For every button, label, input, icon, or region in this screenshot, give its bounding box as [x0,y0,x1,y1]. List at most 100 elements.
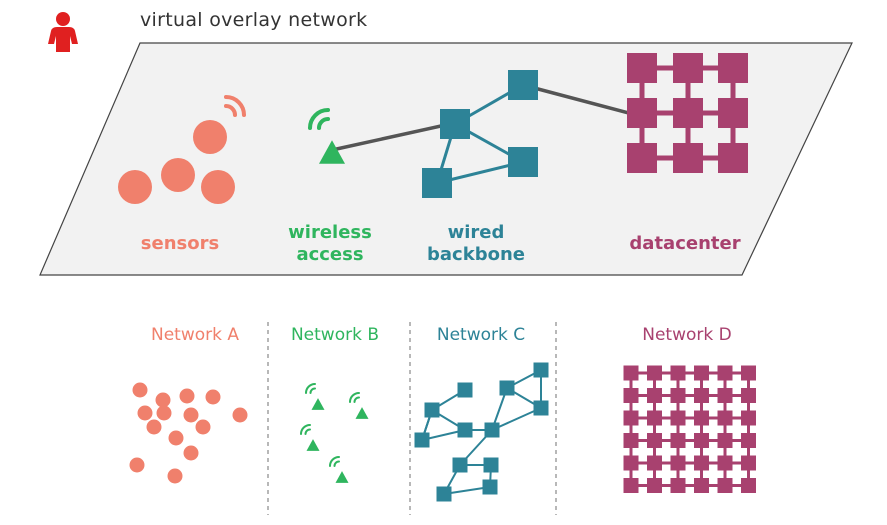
network-c-switch [499,380,515,396]
datacenter-server [627,98,657,128]
sensor-node [161,158,195,192]
network-d-server [623,455,639,471]
network-d-server [647,433,662,448]
network-d-server [741,410,756,426]
network-a-sensor [155,392,171,408]
network-b-signal [353,396,361,404]
network-d-server [647,455,662,471]
network-c-switch [414,432,430,448]
network-d-server [717,388,733,403]
network-d-server [717,410,733,426]
network-d-server [694,455,709,471]
network-a-label: Network A [150,325,239,345]
network-d-server [623,365,639,381]
link-backbone-to-datacenter [521,83,642,118]
network-b-signal [348,391,361,404]
network-a-sensor [195,419,211,435]
datacenter-server [673,53,703,83]
network-c-switch [452,457,468,473]
network-b-signal [304,428,312,436]
network-a-sensor [183,407,199,423]
backbone-switch [440,109,470,139]
datacenter-server [718,53,748,83]
network-d-server [670,365,686,381]
person-icon-body [48,27,78,52]
network-d-server [694,433,709,448]
network-a-sensor [146,419,162,435]
network-d-server [741,433,756,448]
network-a-sensor [167,468,183,484]
wireless-signal [316,116,331,131]
network-c-switch [533,400,549,416]
network-d-server [741,388,756,403]
network-c-link [491,407,542,431]
network-d-server [623,478,639,493]
network-a-sensor [205,389,221,405]
sensor-node [118,170,152,204]
backbone-switch [422,168,452,198]
network-d-server [717,455,733,471]
network-d-server [741,365,756,381]
wireless-signal [307,107,331,131]
network-d-server [670,455,686,471]
link-wireless-to-backbone [330,122,452,152]
wired-label-line1: wired [447,222,505,243]
datacenter-server [718,98,748,128]
network-c-switch [483,457,499,473]
network-b-access-point [306,439,320,451]
network-a-sensor [156,405,172,421]
datacenter-server [673,143,703,173]
network-a-sensor [232,407,248,423]
network-c-switch [533,362,549,378]
network-d-server [694,410,709,426]
network-d-server [694,478,709,493]
wireless-access-label: wireless access [270,222,390,266]
network-d-server [647,388,662,403]
network-c-switch [436,486,452,502]
network-d-server [717,365,733,381]
network-c-switch [484,422,500,438]
backbone-switch [508,147,538,177]
wireless-label-line1: wireless [288,222,372,243]
sensors-label: sensors [140,233,220,254]
network-b-signal [304,382,317,395]
datacenter-server [718,143,748,173]
network-d-server [623,410,639,426]
sensor-signal [223,103,238,118]
network-d-server [647,478,662,493]
network-d-server [670,388,686,403]
network-a-sensor [132,382,148,398]
wired-label-line2: backbone [427,244,525,265]
person-icon-head [56,12,70,26]
network-a-sensor [168,430,184,446]
network-b-access-point [355,407,369,419]
wireless-access-point [319,140,345,164]
network-d-label: Network D [642,325,732,345]
network-a-sensor [179,388,195,404]
network-d-server [647,365,662,381]
network-d-server [717,433,733,448]
network-c-switch [424,402,440,418]
network-c-link [443,486,491,495]
datacenter-server [627,53,657,83]
network-d-server [670,478,686,493]
network-d-server [694,365,709,381]
network-b-signal [333,460,341,468]
network-d-server [670,410,686,426]
network-c-label: Network C [436,325,526,345]
network-b-label: Network B [290,325,380,345]
network-d-server [670,433,686,448]
network-b-signal [299,423,312,436]
network-d-server [623,433,639,448]
sensor-node [201,170,235,204]
wired-backbone-label: wired backbone [416,222,536,266]
network-d-server [741,478,756,493]
network-c-switch [457,422,473,438]
network-d-server [741,455,756,471]
network-d-server [694,388,709,403]
network-b-signal [328,455,341,468]
network-d-server [647,410,662,426]
datacenter-server [627,143,657,173]
